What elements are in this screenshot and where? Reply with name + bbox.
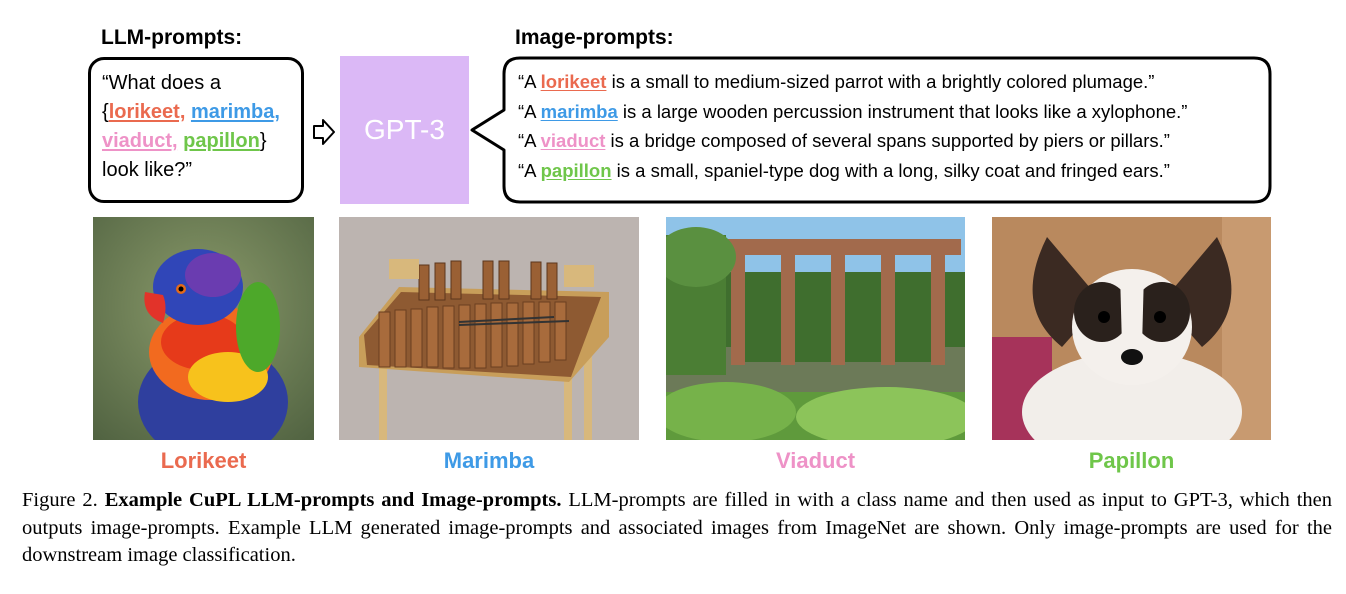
llm-line-3: viaduct, papillon} <box>102 127 280 156</box>
llm-prompts-heading: LLM-prompts: <box>101 26 243 49</box>
close-brace: } <box>259 130 267 152</box>
papillon-photo <box>992 217 1271 440</box>
prompt-class-papillon: papillon <box>540 159 612 181</box>
prompt-suffix: is a bridge composed of several spans su… <box>605 130 1170 151</box>
caption-body: LLM-prompts are filled in with a class n… <box>22 489 1332 566</box>
image-prompt-marimba: “A marimba is a large wooden percussion … <box>518 97 1187 127</box>
image-prompts-heading: Image-prompts: <box>515 26 674 49</box>
prompt-prefix: “A <box>518 100 541 122</box>
lorikeet-photo <box>93 217 314 440</box>
prompt-prefix: “A <box>518 159 541 181</box>
figure-caption: Figure 2. Example CuPL LLM-prompts and I… <box>22 487 1332 570</box>
prompt-prefix: “A <box>518 130 541 151</box>
llm-prompt-box: “What does a {lorikeet, marimba, viaduct… <box>88 57 304 203</box>
class-marimba: marimba, <box>190 101 280 123</box>
prompt-suffix: is a small to medium-sized parrot with a… <box>606 71 1155 92</box>
right-arrow-icon <box>313 119 335 145</box>
llm-line-4: look like?” <box>102 159 193 181</box>
prompt-class-marimba: marimba <box>540 100 618 122</box>
llm-prompt-text: “What does a {lorikeet, marimba, viaduct… <box>102 69 280 185</box>
label-viaduct: Viaduct <box>775 448 856 473</box>
image-prompt-lorikeet: “A lorikeet is a small to medium-sized p… <box>518 67 1187 97</box>
prompt-class-lorikeet: lorikeet <box>540 71 607 92</box>
class-viaduct: viaduct, <box>102 130 178 152</box>
class-lorikeet: lorikeet, <box>108 101 186 123</box>
open-brace: { <box>102 101 109 123</box>
image-prompts-list: “A lorikeet is a small to medium-sized p… <box>518 67 1187 185</box>
viaduct-photo <box>666 217 965 440</box>
label-lorikeet: Lorikeet <box>160 448 247 473</box>
marimba-photo <box>339 217 639 440</box>
image-prompt-papillon: “A papillon is a small, spaniel-type dog… <box>518 156 1187 186</box>
llm-line-1: “What does a <box>102 72 221 94</box>
figure-label: Figure 2. <box>22 489 98 511</box>
image-prompt-viaduct: “A viaduct is a bridge composed of sever… <box>518 126 1187 156</box>
llm-line-2: {lorikeet, marimba, <box>102 98 280 127</box>
image-prompts-bubble <box>470 56 1272 204</box>
prompt-suffix: is a large wooden percussion instrument … <box>617 100 1188 122</box>
caption-title: Example CuPL LLM-prompts and Image-promp… <box>104 489 562 511</box>
class-papillon: papillon <box>183 130 260 152</box>
prompt-suffix: is a small, spaniel-type dog with a long… <box>611 159 1170 181</box>
prompt-class-viaduct: viaduct <box>540 130 606 151</box>
prompt-prefix: “A <box>518 71 541 92</box>
label-papillon: Papillon <box>1088 448 1175 473</box>
label-marimba: Marimba <box>443 448 535 473</box>
gpt3-box: GPT-3 <box>340 56 469 204</box>
